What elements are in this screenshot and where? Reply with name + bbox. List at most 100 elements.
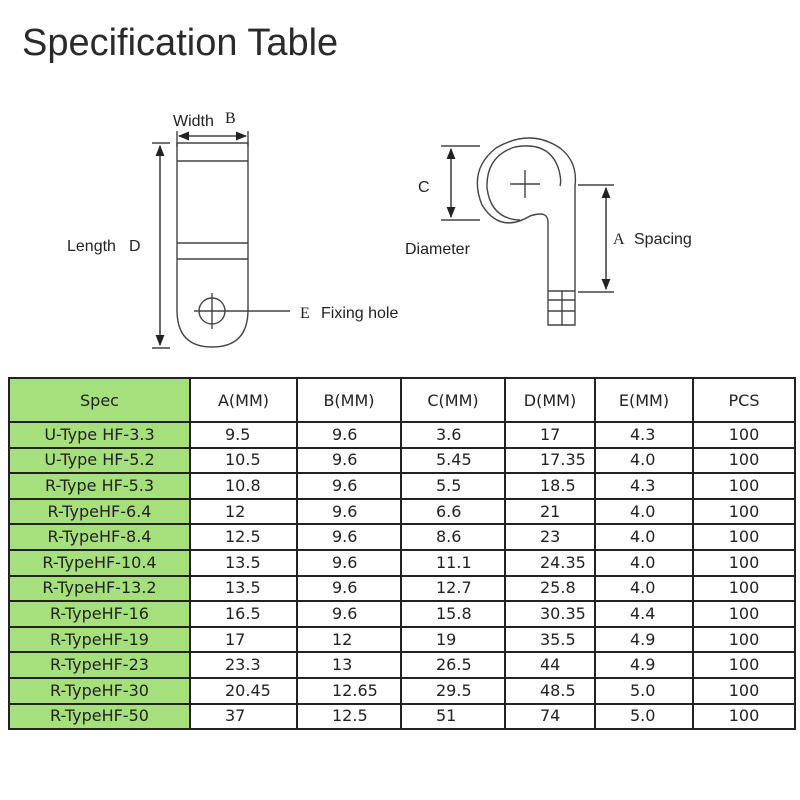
column-header: C(MM) <box>400 377 506 423</box>
value-cell: 9.6 <box>296 548 402 577</box>
value-cell: 5.0 <box>594 676 694 705</box>
spec-cell: R-TypeHF-19 <box>8 625 191 654</box>
value-cell: 35.5 <box>504 625 596 654</box>
spec-cell: R-TypeHF-30 <box>8 676 191 705</box>
value-cell: 12 <box>189 497 298 526</box>
spacing-label: Spacing <box>634 231 692 248</box>
page-title: Specification Table <box>22 22 339 64</box>
value-cell: 9.6 <box>296 421 402 449</box>
value-cell: 100 <box>692 523 796 551</box>
column-header: E(MM) <box>594 377 694 423</box>
value-cell: 12.7 <box>400 574 506 603</box>
spec-cell: R-TypeHF-6.4 <box>8 497 191 526</box>
value-cell: 100 <box>692 600 796 628</box>
value-cell: 17 <box>504 421 596 449</box>
value-cell: 9.6 <box>296 472 402 500</box>
value-cell: 13.5 <box>189 548 298 577</box>
value-cell: 100 <box>692 446 796 475</box>
value-cell: 11.1 <box>400 548 506 577</box>
value-cell: 17 <box>189 625 298 654</box>
value-cell: 9.6 <box>296 574 402 603</box>
value-cell: 10.5 <box>189 446 298 475</box>
value-cell: 19 <box>400 625 506 654</box>
value-cell: 13.5 <box>189 574 298 603</box>
fixing-hole-letter: E <box>300 305 310 322</box>
column-header: D(MM) <box>504 377 596 423</box>
value-cell: 5.5 <box>400 472 506 500</box>
value-cell: 26.5 <box>400 651 506 679</box>
value-cell: 10.8 <box>189 472 298 500</box>
value-cell: 9.5 <box>189 421 298 449</box>
front-view-diagram <box>152 131 290 349</box>
value-cell: 4.0 <box>594 446 694 475</box>
column-header: PCS <box>692 377 796 423</box>
value-cell: 100 <box>692 574 796 603</box>
a-letter: A <box>613 231 625 248</box>
column-header: Spec <box>8 377 191 423</box>
value-cell: 44 <box>504 651 596 679</box>
spec-cell: R-TypeHF-8.4 <box>8 523 191 551</box>
value-cell: 100 <box>692 702 796 731</box>
value-cell: 4.9 <box>594 625 694 654</box>
value-cell: 4.9 <box>594 651 694 679</box>
value-cell: 100 <box>692 676 796 705</box>
value-cell: 9.6 <box>296 523 402 551</box>
length-label: Length <box>67 238 116 255</box>
value-cell: 29.5 <box>400 676 506 705</box>
value-cell: 100 <box>692 497 796 526</box>
spec-cell: R-TypeHF-50 <box>8 702 191 731</box>
value-cell: 4.0 <box>594 548 694 577</box>
value-cell: 48.5 <box>504 676 596 705</box>
value-cell: 100 <box>692 548 796 577</box>
value-cell: 37 <box>189 702 298 731</box>
value-cell: 17.35 <box>504 446 596 475</box>
value-cell: 51 <box>400 702 506 731</box>
spec-cell: R-TypeHF-23 <box>8 651 191 679</box>
value-cell: 18.5 <box>504 472 596 500</box>
column-header: B(MM) <box>296 377 402 423</box>
value-cell: 9.6 <box>296 446 402 475</box>
value-cell: 16.5 <box>189 600 298 628</box>
value-cell: 20.45 <box>189 676 298 705</box>
spec-cell: R-TypeHF-16 <box>8 600 191 628</box>
value-cell: 15.8 <box>400 600 506 628</box>
value-cell: 5.0 <box>594 702 694 731</box>
value-cell: 23.3 <box>189 651 298 679</box>
spec-cell: R-TypeHF-13.2 <box>8 574 191 603</box>
value-cell: 12 <box>296 625 402 654</box>
column-header: A(MM) <box>189 377 298 423</box>
value-cell: 100 <box>692 472 796 500</box>
c-letter: C <box>418 179 430 196</box>
value-cell: 100 <box>692 651 796 679</box>
value-cell: 4.0 <box>594 497 694 526</box>
value-cell: 21 <box>504 497 596 526</box>
value-cell: 13 <box>296 651 402 679</box>
value-cell: 100 <box>692 421 796 449</box>
value-cell: 4.0 <box>594 523 694 551</box>
value-cell: 30.35 <box>504 600 596 628</box>
clamp-diagrams: Width B Length D E Fixing hole C Diamete… <box>67 110 692 349</box>
value-cell: 74 <box>504 702 596 731</box>
value-cell: 3.6 <box>400 421 506 449</box>
fixing-hole-label: Fixing hole <box>321 305 398 322</box>
side-view-diagram <box>441 137 614 326</box>
spec-cell: U-Type HF-3.3 <box>8 421 191 449</box>
width-label: Width <box>173 113 214 130</box>
spec-cell: U-Type HF-5.2 <box>8 446 191 475</box>
value-cell: 4.3 <box>594 472 694 500</box>
spec-cell: R-TypeHF-10.4 <box>8 548 191 577</box>
value-cell: 25.8 <box>504 574 596 603</box>
spec-cell: R-Type HF-5.3 <box>8 472 191 500</box>
width-letter: B <box>225 110 236 127</box>
